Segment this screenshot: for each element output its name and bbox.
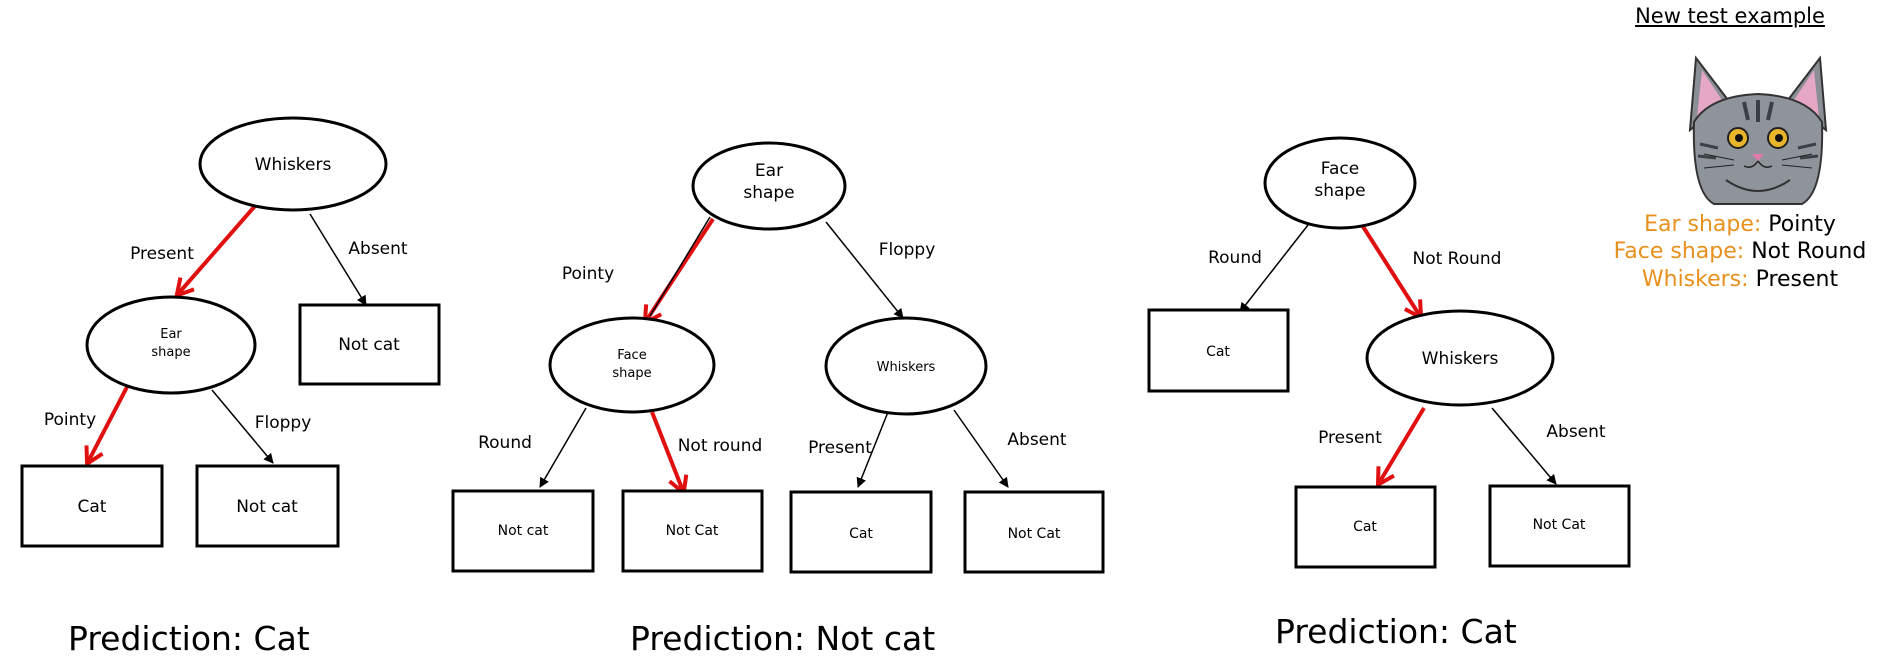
t1-leaf-cat xyxy=(20,464,164,548)
t3-leaf-not-cat-absent xyxy=(1488,484,1631,568)
t2-leaf-cat-label: Cat xyxy=(849,526,873,542)
feature-value: Not Round xyxy=(1751,239,1867,264)
t2-leaf-not-cat-round-label: Not cat xyxy=(498,523,549,539)
t2-edge-label-round: Round xyxy=(478,433,532,453)
t3-leaf-cat-present xyxy=(1294,485,1437,569)
t1-edge-label-pointy: Pointy xyxy=(44,410,96,430)
t2-root-label-2: shape xyxy=(743,183,794,203)
edge-t2-whiskers-absent xyxy=(953,409,1009,488)
t1-root-node xyxy=(198,116,388,212)
t1-edge-label-floppy: Floppy xyxy=(255,413,312,433)
t2-leaf-not-cat-notround xyxy=(621,489,764,573)
t1-leaf-cat-label: Cat xyxy=(78,497,107,517)
edge-t1-root-present xyxy=(178,204,257,294)
edge-t3-root-notround xyxy=(1360,223,1420,316)
t1-leaf-not-cat-floppy xyxy=(195,464,340,548)
t2-root-label-1: Ear xyxy=(755,161,783,181)
new-test-example-header: New test example xyxy=(1635,4,1825,28)
t2-edge-label-pointy: Pointy xyxy=(562,264,614,284)
feature-value: Pointy xyxy=(1768,212,1836,237)
t3-leaf-cat-round-label: Cat xyxy=(1206,344,1230,360)
t3-edge-label-round: Round xyxy=(1208,248,1262,268)
edge-t2-root-floppy xyxy=(825,221,904,319)
cat-illustration xyxy=(1688,55,1828,205)
t2-edge-label-floppy: Floppy xyxy=(879,240,936,260)
t2-face-shape-label-2: shape xyxy=(612,366,651,381)
t3-edge-label-notround: Not Round xyxy=(1413,249,1502,269)
edge-t3-whiskers-absent xyxy=(1491,407,1557,485)
t1-edge-label-absent: Absent xyxy=(348,239,408,259)
tree-2: Ear shape Face shape Whiskers Not cat No… xyxy=(451,141,1105,658)
t1-ear-shape-label-2: shape xyxy=(151,345,190,360)
t2-leaf-not-cat-absent-label: Not Cat xyxy=(1008,526,1061,542)
edge-t3-root-round xyxy=(1239,224,1309,313)
feature-row-whiskers: Whiskers: Present xyxy=(1580,266,1896,293)
t3-edge-label-absent: Absent xyxy=(1546,422,1606,442)
t1-prediction: Prediction: Cat xyxy=(68,619,310,658)
t1-leaf-not-cat-absent xyxy=(298,303,441,386)
edge-t2-whiskers-present xyxy=(856,411,889,488)
t2-leaf-not-cat-round xyxy=(451,489,595,573)
feature-row-face-shape: Face shape: Not Round xyxy=(1580,238,1896,265)
edge-t1-root-absent xyxy=(309,213,367,306)
t2-whiskers-node xyxy=(824,316,988,416)
edge-t1-ear-floppy xyxy=(211,389,274,464)
t2-edge-label-present: Present xyxy=(808,438,872,458)
edge-t1-ear-pointy xyxy=(88,384,130,462)
t3-leaf-cat-present-label: Cat xyxy=(1353,519,1377,535)
t1-ear-shape-label-1: Ear xyxy=(160,327,182,342)
feature-value: Present xyxy=(1755,267,1839,292)
edge-t2-face-notround xyxy=(650,411,683,491)
t3-root-label-1: Face xyxy=(1321,159,1359,179)
t3-leaf-cat-round xyxy=(1147,308,1290,393)
t3-root-node xyxy=(1263,136,1417,230)
tree-1: Whiskers Ear shape Not cat Cat Not cat P… xyxy=(20,116,441,658)
feature-key: Ear shape: xyxy=(1644,212,1762,237)
t1-ear-shape-node xyxy=(85,295,257,395)
t2-root-node xyxy=(691,141,847,231)
t1-edge-label-present: Present xyxy=(130,244,194,264)
t3-whiskers-node xyxy=(1365,309,1555,407)
t3-whiskers-label: Whiskers xyxy=(1422,349,1499,369)
t3-leaf-not-cat-absent-label: Not Cat xyxy=(1533,517,1586,533)
t2-face-shape-node xyxy=(548,316,716,414)
t2-leaf-not-cat-notround-label: Not Cat xyxy=(666,523,719,539)
t1-leaf-not-cat-floppy-label: Not cat xyxy=(236,497,298,517)
feature-row-ear-shape: Ear shape: Pointy xyxy=(1580,211,1896,238)
tree-3: Face shape Whiskers Cat Cat Not Cat Roun… xyxy=(1147,136,1631,651)
t1-root-label: Whiskers xyxy=(255,155,332,175)
t2-whiskers-label: Whiskers xyxy=(877,360,936,375)
edge-t2-root-pointy-thin xyxy=(649,216,711,317)
feature-key: Face shape: xyxy=(1613,239,1745,264)
t2-edge-label-notround: Not round xyxy=(678,436,763,456)
t3-prediction: Prediction: Cat xyxy=(1275,612,1517,651)
t3-edge-label-present: Present xyxy=(1318,428,1382,448)
t1-leaf-not-cat-absent-label: Not cat xyxy=(338,335,400,355)
edge-t2-face-round xyxy=(539,407,587,488)
t2-leaf-not-cat-absent xyxy=(963,490,1105,574)
feature-key: Whiskers: xyxy=(1641,267,1749,292)
edge-t3-whiskers-present xyxy=(1379,406,1426,483)
t2-edge-label-absent: Absent xyxy=(1007,430,1067,450)
t2-leaf-cat xyxy=(789,490,933,574)
t2-prediction: Prediction: Not cat xyxy=(630,619,935,658)
t2-face-shape-label-1: Face xyxy=(617,348,646,363)
t3-root-label-2: shape xyxy=(1314,181,1365,201)
